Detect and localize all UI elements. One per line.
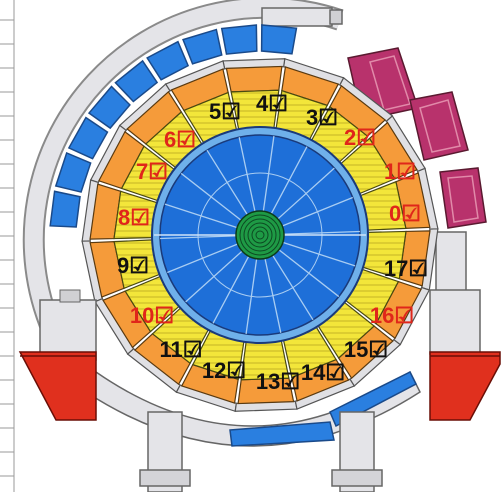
sector-label: 8☑ (118, 205, 150, 230)
sector-label: 4☑ (256, 91, 288, 116)
sector-label: 2☑ (344, 125, 376, 150)
sector-label: 12☑ (201, 358, 247, 383)
calorimeter-rings (81, 57, 439, 413)
core-ring (247, 222, 273, 248)
sector-label: 3☑ (306, 105, 338, 130)
blue-module (49, 190, 81, 228)
blue-module (67, 116, 109, 160)
sector-label: 16☑ (369, 303, 415, 328)
inner-detector (151, 126, 369, 344)
left-ruler (0, 0, 15, 492)
core-ring (251, 226, 269, 244)
outer-support-frame (22, 0, 344, 335)
sector-label: 10☑ (129, 303, 175, 328)
core-ring (243, 218, 277, 252)
sector-label: 15☑ (343, 337, 389, 362)
blue-module (87, 85, 131, 130)
side-supports (18, 289, 501, 421)
blue-module (114, 59, 159, 103)
sector-label: 6☑ (164, 127, 196, 152)
sector-label: 14☑ (300, 360, 346, 385)
blue-module (182, 28, 223, 65)
core-ring (239, 214, 281, 256)
sector-label: 1☑ (384, 159, 416, 184)
lower-cradle (85, 370, 421, 492)
blue-module (54, 151, 92, 193)
blue-module (260, 24, 298, 55)
sector-label: 9☑ (117, 253, 149, 278)
green-core (235, 210, 285, 260)
blue-module (220, 24, 258, 55)
sector-label: 11☑ (159, 337, 203, 362)
frame-segment (393, 286, 431, 346)
sector-label: 0☑ (389, 201, 421, 226)
sector-label: 7☑ (136, 159, 168, 184)
sector-label: 5☑ (209, 99, 241, 124)
upper-left-blue-modules (49, 24, 298, 228)
blue-module (146, 40, 190, 81)
sector-label: 17☑ (383, 256, 429, 281)
core-ring (255, 230, 265, 240)
orange-segment (225, 65, 283, 93)
sector-label: 13☑ (255, 369, 301, 394)
